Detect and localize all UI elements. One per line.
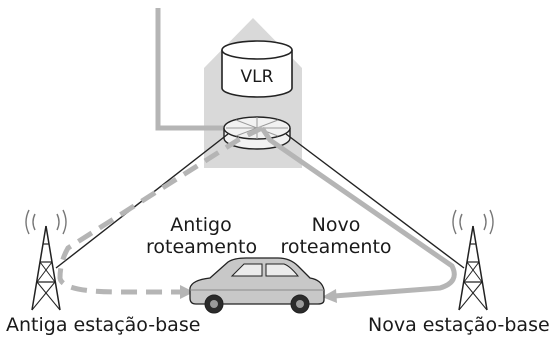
old-route-label-line2: roteamento <box>146 236 258 258</box>
wire-to-new-station <box>285 133 465 269</box>
vlr-label: VLR <box>241 67 274 87</box>
old-route-label-line1: Antigo <box>170 214 232 236</box>
new-route-label-line2: roteamento <box>280 236 392 258</box>
car-icon <box>189 257 325 314</box>
new-route-label-line1: Novo <box>311 214 361 236</box>
new-route-label: Novo roteamento <box>276 214 396 258</box>
incoming-link <box>155 8 228 131</box>
new-route-path <box>259 126 457 299</box>
new-station-label: Nova estação-base <box>368 314 550 336</box>
new-route-arrowhead <box>322 289 337 303</box>
old-station-label: Antiga estação-base <box>6 314 201 336</box>
old-route-label: Antigo roteamento <box>146 214 258 258</box>
old-route-path <box>57 125 264 295</box>
old-route-arrowhead <box>180 285 194 299</box>
radio-tower-icon <box>25 209 67 311</box>
database-cylinder-icon <box>221 40 293 98</box>
radio-tower-icon <box>452 209 494 311</box>
